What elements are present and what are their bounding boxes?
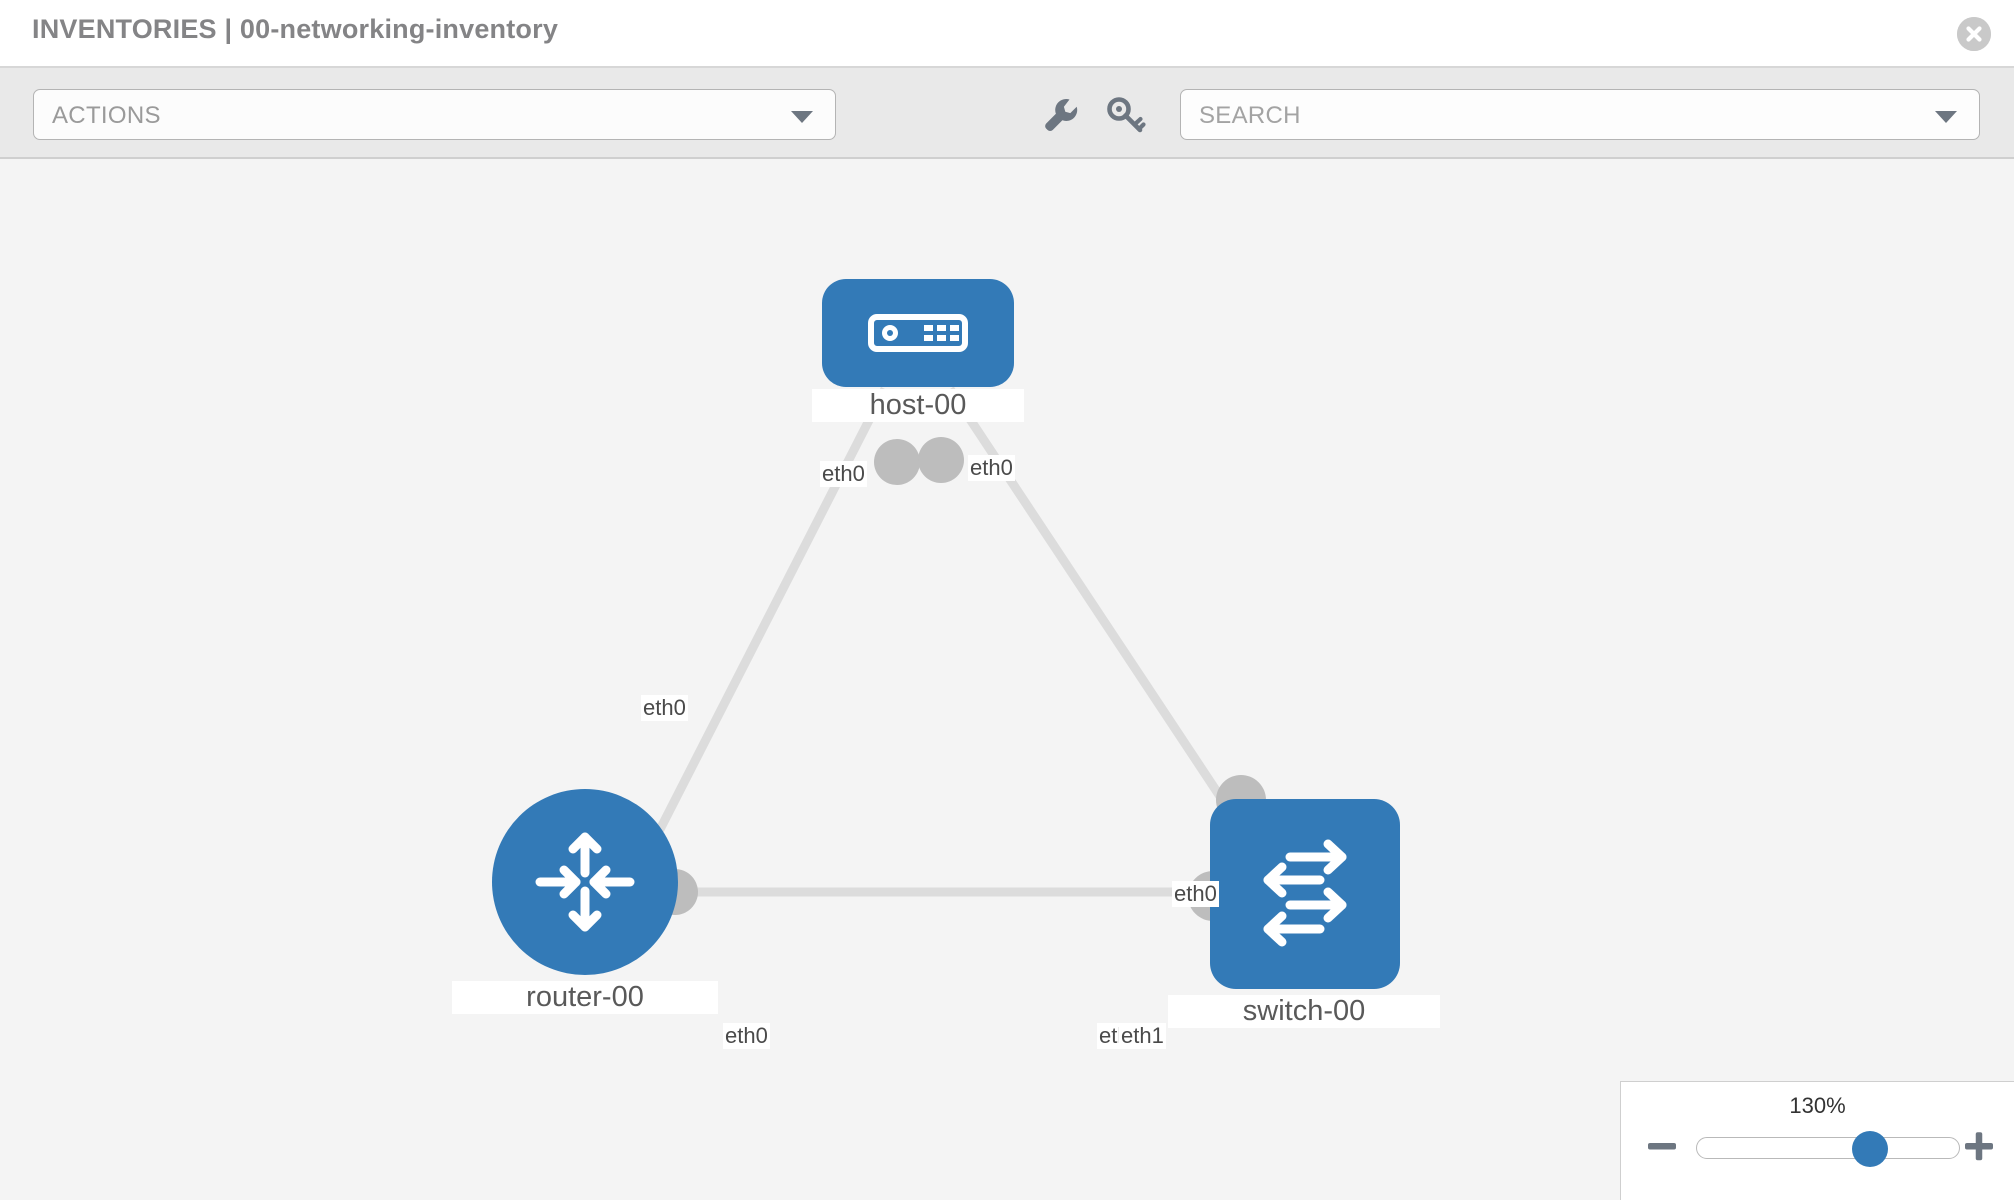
minus-icon[interactable] — [1645, 1129, 1679, 1163]
page-title: INVENTORIES | 00-networking-inventory — [32, 14, 559, 44]
edge-label-router-right: eth0 — [723, 1023, 770, 1049]
topology-canvas[interactable]: host-00 eth0 eth0 — [0, 159, 2014, 1200]
page-header: INVENTORIES | 00-networking-inventory — [0, 0, 2014, 68]
node-host-00-label: host-00 — [812, 389, 1024, 422]
node-host-00-shape[interactable] — [822, 279, 1014, 387]
key-icon[interactable] — [1104, 93, 1148, 137]
node-switch-00-shape[interactable] — [1210, 799, 1400, 989]
node-router-00[interactable]: router-00 — [452, 789, 718, 1049]
connector-nub-host-left[interactable] — [874, 439, 920, 485]
actions-dropdown[interactable]: ACTIONS — [33, 89, 836, 140]
server-icon — [868, 314, 968, 352]
edge-label-switch-up: eth0 — [1172, 881, 1219, 907]
node-router-00-label: router-00 — [452, 981, 718, 1014]
zoom-percent-label: 130% — [1789, 1093, 1846, 1118]
chevron-down-icon — [791, 111, 813, 123]
edge-label-host-right: eth0 — [968, 455, 1015, 481]
actions-dropdown-label: ACTIONS — [52, 102, 161, 129]
search-input-placeholder: SEARCH — [1199, 102, 1301, 129]
edge-label-host-left: eth0 — [820, 461, 867, 487]
node-switch-00-label: switch-00 — [1168, 995, 1440, 1028]
node-router-00-shape[interactable] — [492, 789, 678, 975]
edge-label-switch-left: eth1 — [1119, 1023, 1166, 1049]
plus-icon[interactable] — [1962, 1129, 1996, 1163]
switch-arrows-icon — [1263, 839, 1347, 947]
search-dropdown[interactable]: SEARCH — [1180, 89, 1980, 140]
zoom-control: 130% — [1620, 1081, 2014, 1200]
zoom-slider-track[interactable] — [1696, 1131, 1960, 1167]
toolbar: ACTIONS SEARCH — [0, 68, 2014, 159]
node-host-00[interactable]: host-00 — [812, 279, 1024, 539]
router-arrows-icon — [535, 832, 635, 932]
chevron-down-icon — [1935, 111, 1957, 123]
connector-nub-host-right[interactable] — [918, 437, 964, 483]
wrench-icon[interactable] — [1038, 93, 1082, 137]
zoom-slider-thumb[interactable] — [1851, 1131, 1888, 1167]
node-switch-00[interactable]: switch-00 — [1168, 775, 1440, 1059]
close-icon[interactable] — [1957, 17, 1991, 51]
edge-label-router-up: eth0 — [641, 695, 688, 721]
